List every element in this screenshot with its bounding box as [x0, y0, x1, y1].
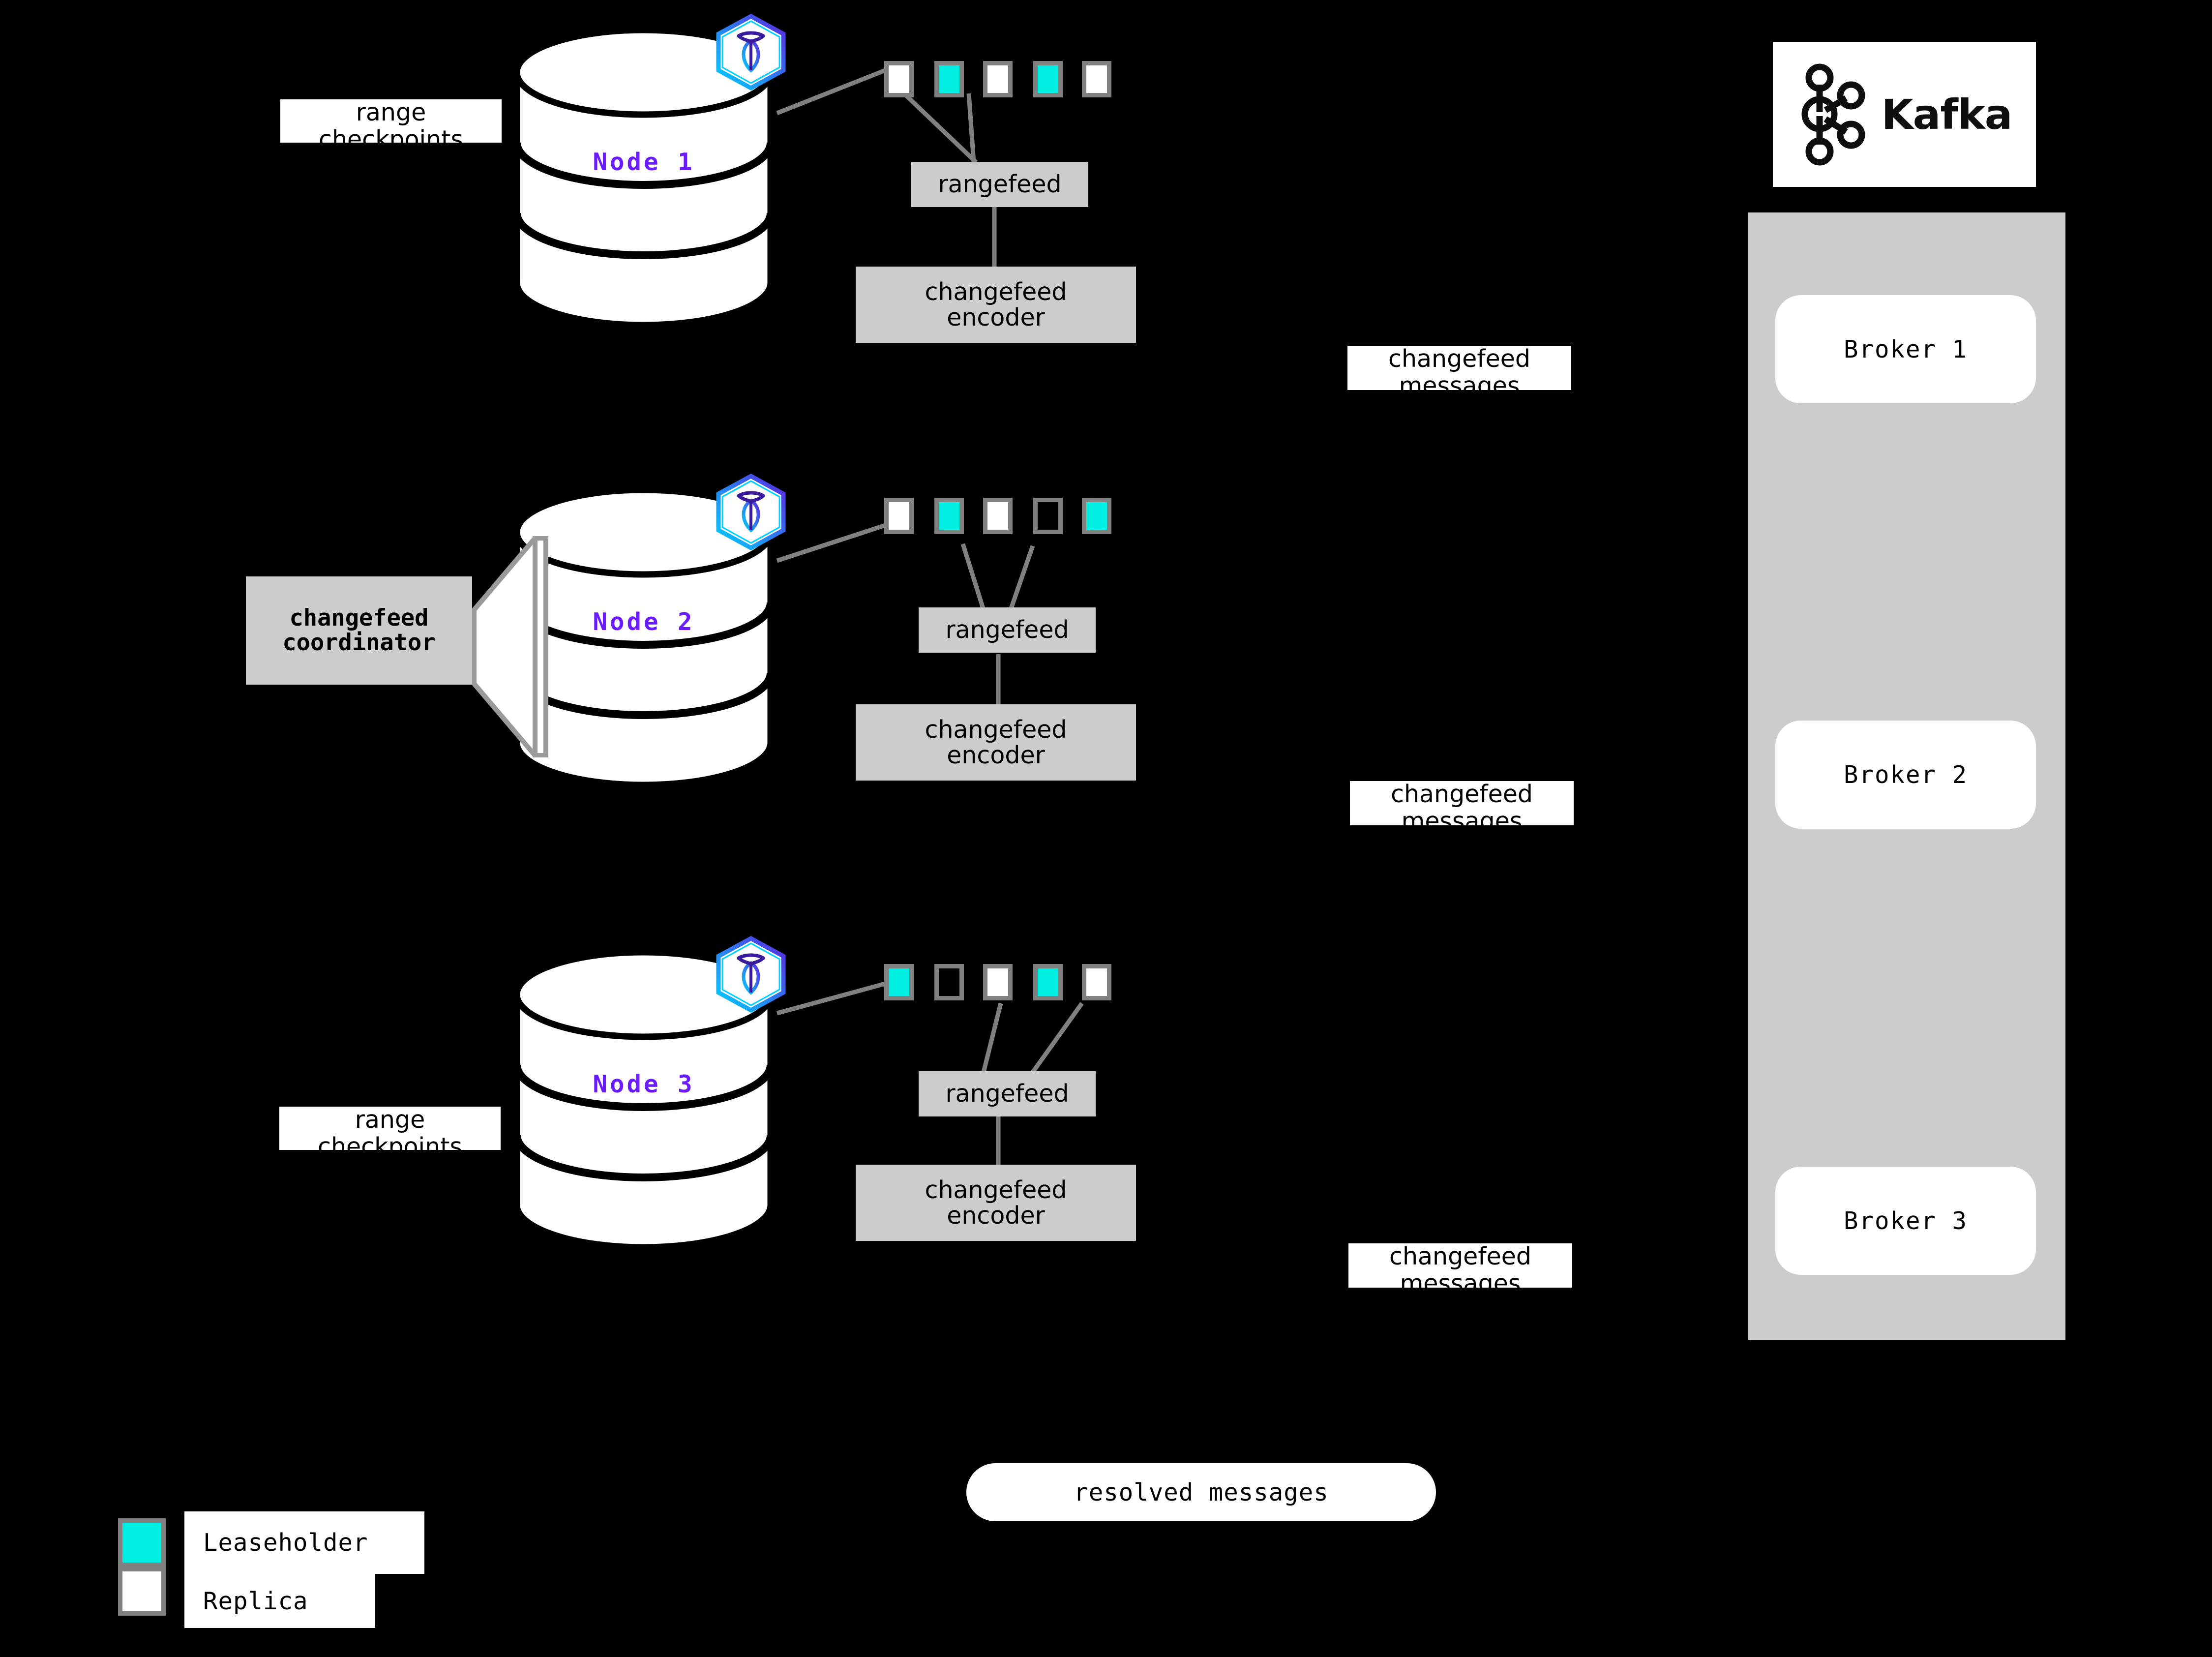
node-1-label: Node 1	[593, 148, 695, 176]
leaseholder-box[interactable]	[1082, 498, 1111, 534]
coordinator-line-2: coordinator	[282, 629, 436, 656]
broker-label: Broker 2	[1843, 760, 1968, 789]
node-2-label: Node 2	[593, 608, 695, 636]
node-3: Node 3	[514, 935, 786, 1249]
changefeed-messages-label-1: changefeed messages	[1347, 345, 1571, 399]
empty-replica-box[interactable]	[1033, 498, 1063, 534]
encoder-label-line1: changefeed	[925, 715, 1067, 744]
node-3-label: Node 3	[593, 1070, 695, 1098]
rangefeed-label: rangefeed	[945, 616, 1069, 644]
encoder-label-line2: encoder	[947, 1201, 1045, 1230]
node-2-changefeed-encoder-box[interactable]: changefeed encoder	[856, 704, 1136, 781]
label-line-2: messages	[1399, 371, 1520, 400]
label-line-2: messages	[1401, 807, 1523, 835]
node-1-changefeed-encoder-box[interactable]: changefeed encoder	[856, 267, 1136, 343]
label-line-2: checkpoints	[318, 1132, 462, 1161]
leaseholder-box[interactable]	[934, 498, 964, 534]
label-line-1: range	[355, 1106, 425, 1134]
encoder-label-line1: changefeed	[925, 277, 1067, 306]
replica-box[interactable]	[983, 61, 1013, 97]
legend-label-replica: Replica	[184, 1574, 375, 1628]
resolved-messages-label: resolved messages	[1074, 1478, 1329, 1506]
replica-box[interactable]	[1082, 61, 1111, 97]
legend-swatch-replica	[118, 1567, 166, 1616]
node-2-changefeed-coordinator-label: changefeed coordinator	[246, 576, 472, 685]
coordinator-callout-tail	[472, 536, 548, 757]
legend-swatch-leaseholder	[118, 1518, 166, 1567]
broker-label: Broker 1	[1843, 335, 1968, 363]
cockroachdb-hex-icon	[716, 13, 786, 91]
replica-box[interactable]	[884, 498, 914, 534]
replica-box[interactable]	[1082, 964, 1111, 1000]
leaseholder-box[interactable]	[1033, 964, 1063, 1000]
encoder-label-line2: encoder	[947, 303, 1045, 331]
cockroachdb-hex-icon	[716, 473, 786, 551]
changefeed-messages-label-3: changefeed messages	[1348, 1242, 1572, 1297]
leaseholder-box[interactable]	[1033, 61, 1063, 97]
node-cylinder	[514, 27, 774, 327]
label-line-2: messages	[1400, 1269, 1521, 1297]
encoder-label-line2: encoder	[947, 741, 1045, 769]
node-3-rangefeed-box[interactable]: rangefeed	[919, 1071, 1096, 1116]
leaseholder-box[interactable]	[934, 61, 964, 97]
node-1-rangefeed-box[interactable]: rangefeed	[911, 162, 1088, 207]
node-1: Node 1	[514, 13, 786, 327]
coordinator-line-1: changefeed	[289, 604, 429, 632]
resolved-messages-pill[interactable]: resolved messages	[966, 1463, 1436, 1521]
broker-label: Broker 3	[1843, 1206, 1968, 1235]
kafka-logo-text: Kafka	[1881, 90, 2013, 139]
label-line-1: range	[356, 98, 426, 126]
replica-box[interactable]	[983, 498, 1013, 534]
kafka-logo-icon	[1801, 63, 1865, 165]
encoder-label-line1: changefeed	[925, 1175, 1067, 1204]
node-2: Node 2	[514, 473, 786, 787]
rangefeed-label: rangefeed	[938, 170, 1062, 199]
broker-3-box[interactable]: Broker 3	[1775, 1167, 2036, 1275]
node-3-range-checkpoints-label: range checkpoints	[279, 1106, 501, 1160]
node-cylinder	[514, 949, 774, 1249]
leaseholder-box[interactable]	[884, 964, 914, 1000]
legend-label-leaseholder: Leaseholder	[184, 1511, 424, 1574]
node-2-rangefeed-box[interactable]: rangefeed	[919, 607, 1096, 653]
node-1-range-checkpoints-label: range checkpoints	[280, 98, 502, 153]
replica-box[interactable]	[884, 61, 914, 97]
rangefeed-label: rangefeed	[945, 1080, 1069, 1108]
label-line-2: checkpoints	[319, 125, 463, 153]
label-line-1: changefeed	[1389, 1242, 1531, 1270]
label-line-1: changefeed	[1388, 345, 1530, 373]
kafka-logo-box: Kafka	[1773, 42, 2036, 187]
broker-1-box[interactable]: Broker 1	[1775, 295, 2036, 403]
kafka-inbound-arrow	[2063, 954, 2085, 976]
empty-replica-box[interactable]	[934, 964, 964, 1000]
cockroachdb-hex-icon	[716, 935, 786, 1013]
changefeed-messages-label-2: changefeed messages	[1350, 780, 1574, 835]
replica-box[interactable]	[983, 964, 1013, 1000]
node-cylinder	[514, 487, 774, 787]
label-line-1: changefeed	[1391, 780, 1533, 808]
broker-2-box[interactable]: Broker 2	[1775, 721, 2036, 829]
node-3-changefeed-encoder-box[interactable]: changefeed encoder	[856, 1165, 1136, 1241]
